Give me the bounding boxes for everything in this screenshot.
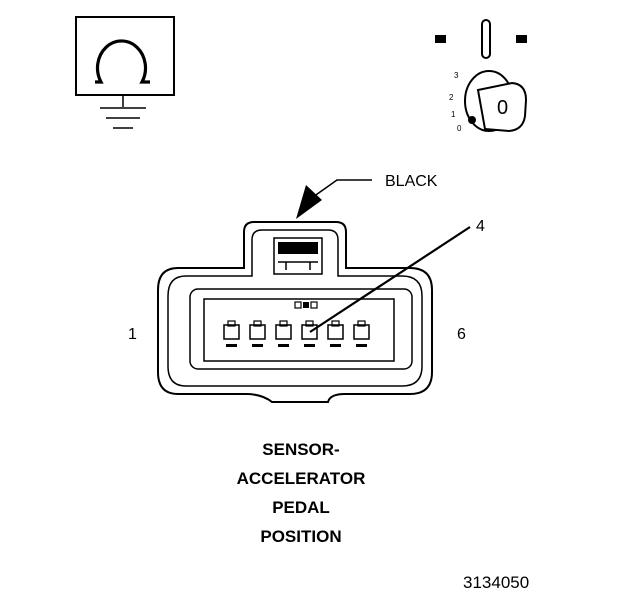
wire-color-callout: BLACK (296, 173, 438, 219)
title-line-3: PEDAL (272, 498, 330, 517)
key-mark (310, 301, 318, 309)
pin-callout-line (309, 226, 471, 333)
connector-body (157, 221, 433, 403)
wire-color-label: BLACK (385, 173, 438, 190)
switch-position-1: 1 (451, 110, 456, 119)
pin-cavity-4 (301, 320, 318, 347)
key-mark (294, 301, 302, 309)
key-mark (303, 302, 309, 308)
key-label: 0 (497, 97, 508, 119)
switch-position-2: 2 (449, 93, 454, 102)
ohmmeter-icon (75, 16, 175, 129)
pin-callout-number: 4 (476, 218, 485, 235)
pin-cavity-3 (275, 320, 292, 347)
pin-cavity-1 (223, 320, 240, 347)
title-line-2: ACCELERATOR (237, 469, 366, 488)
title-line-4: POSITION (260, 527, 341, 546)
pin-cavity-5 (327, 320, 344, 347)
pin-cavity-6 (353, 320, 370, 347)
title-line-1: SENSOR- (262, 440, 339, 459)
switch-position-3: 3 (454, 71, 459, 80)
pin-cavity-2 (249, 320, 266, 347)
figure-number: 3134050 (463, 573, 529, 592)
pin-number-right: 6 (457, 326, 466, 343)
ignition-switch-icon: 3 2 1 0 0 (435, 19, 528, 133)
switch-position-0: 0 (457, 124, 462, 133)
pin-number-left: 1 (128, 326, 137, 343)
connector-latch (273, 237, 323, 275)
